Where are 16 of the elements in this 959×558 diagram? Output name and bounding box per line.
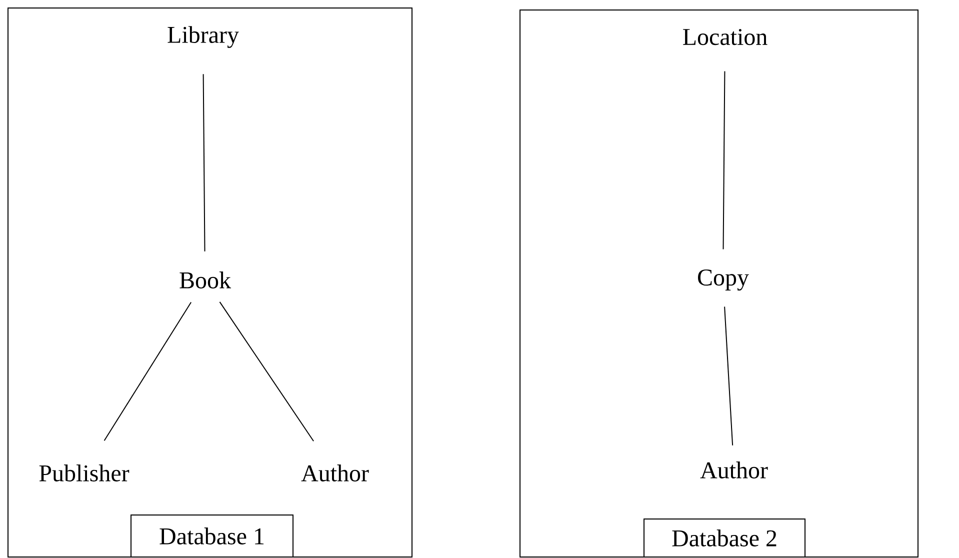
connector-line: [104, 302, 192, 442]
entity-label: Author: [301, 464, 369, 482]
connector-line: [722, 70, 726, 250]
entity-label: Publisher: [39, 464, 130, 482]
entity-label: Location: [683, 28, 768, 46]
connector-line: [202, 74, 206, 252]
database-box: Database 1: [130, 514, 294, 558]
frame-box: [8, 8, 412, 558]
frame-box: [520, 10, 918, 558]
entity-label: Library: [168, 26, 239, 48]
entity-label: Book: [180, 272, 231, 288]
entity-label: Author: [700, 462, 768, 478]
entity-label: Copy: [698, 269, 749, 291]
connector-line: [219, 301, 314, 442]
connector-line: [724, 306, 734, 446]
database-box: Database 2: [644, 518, 806, 558]
